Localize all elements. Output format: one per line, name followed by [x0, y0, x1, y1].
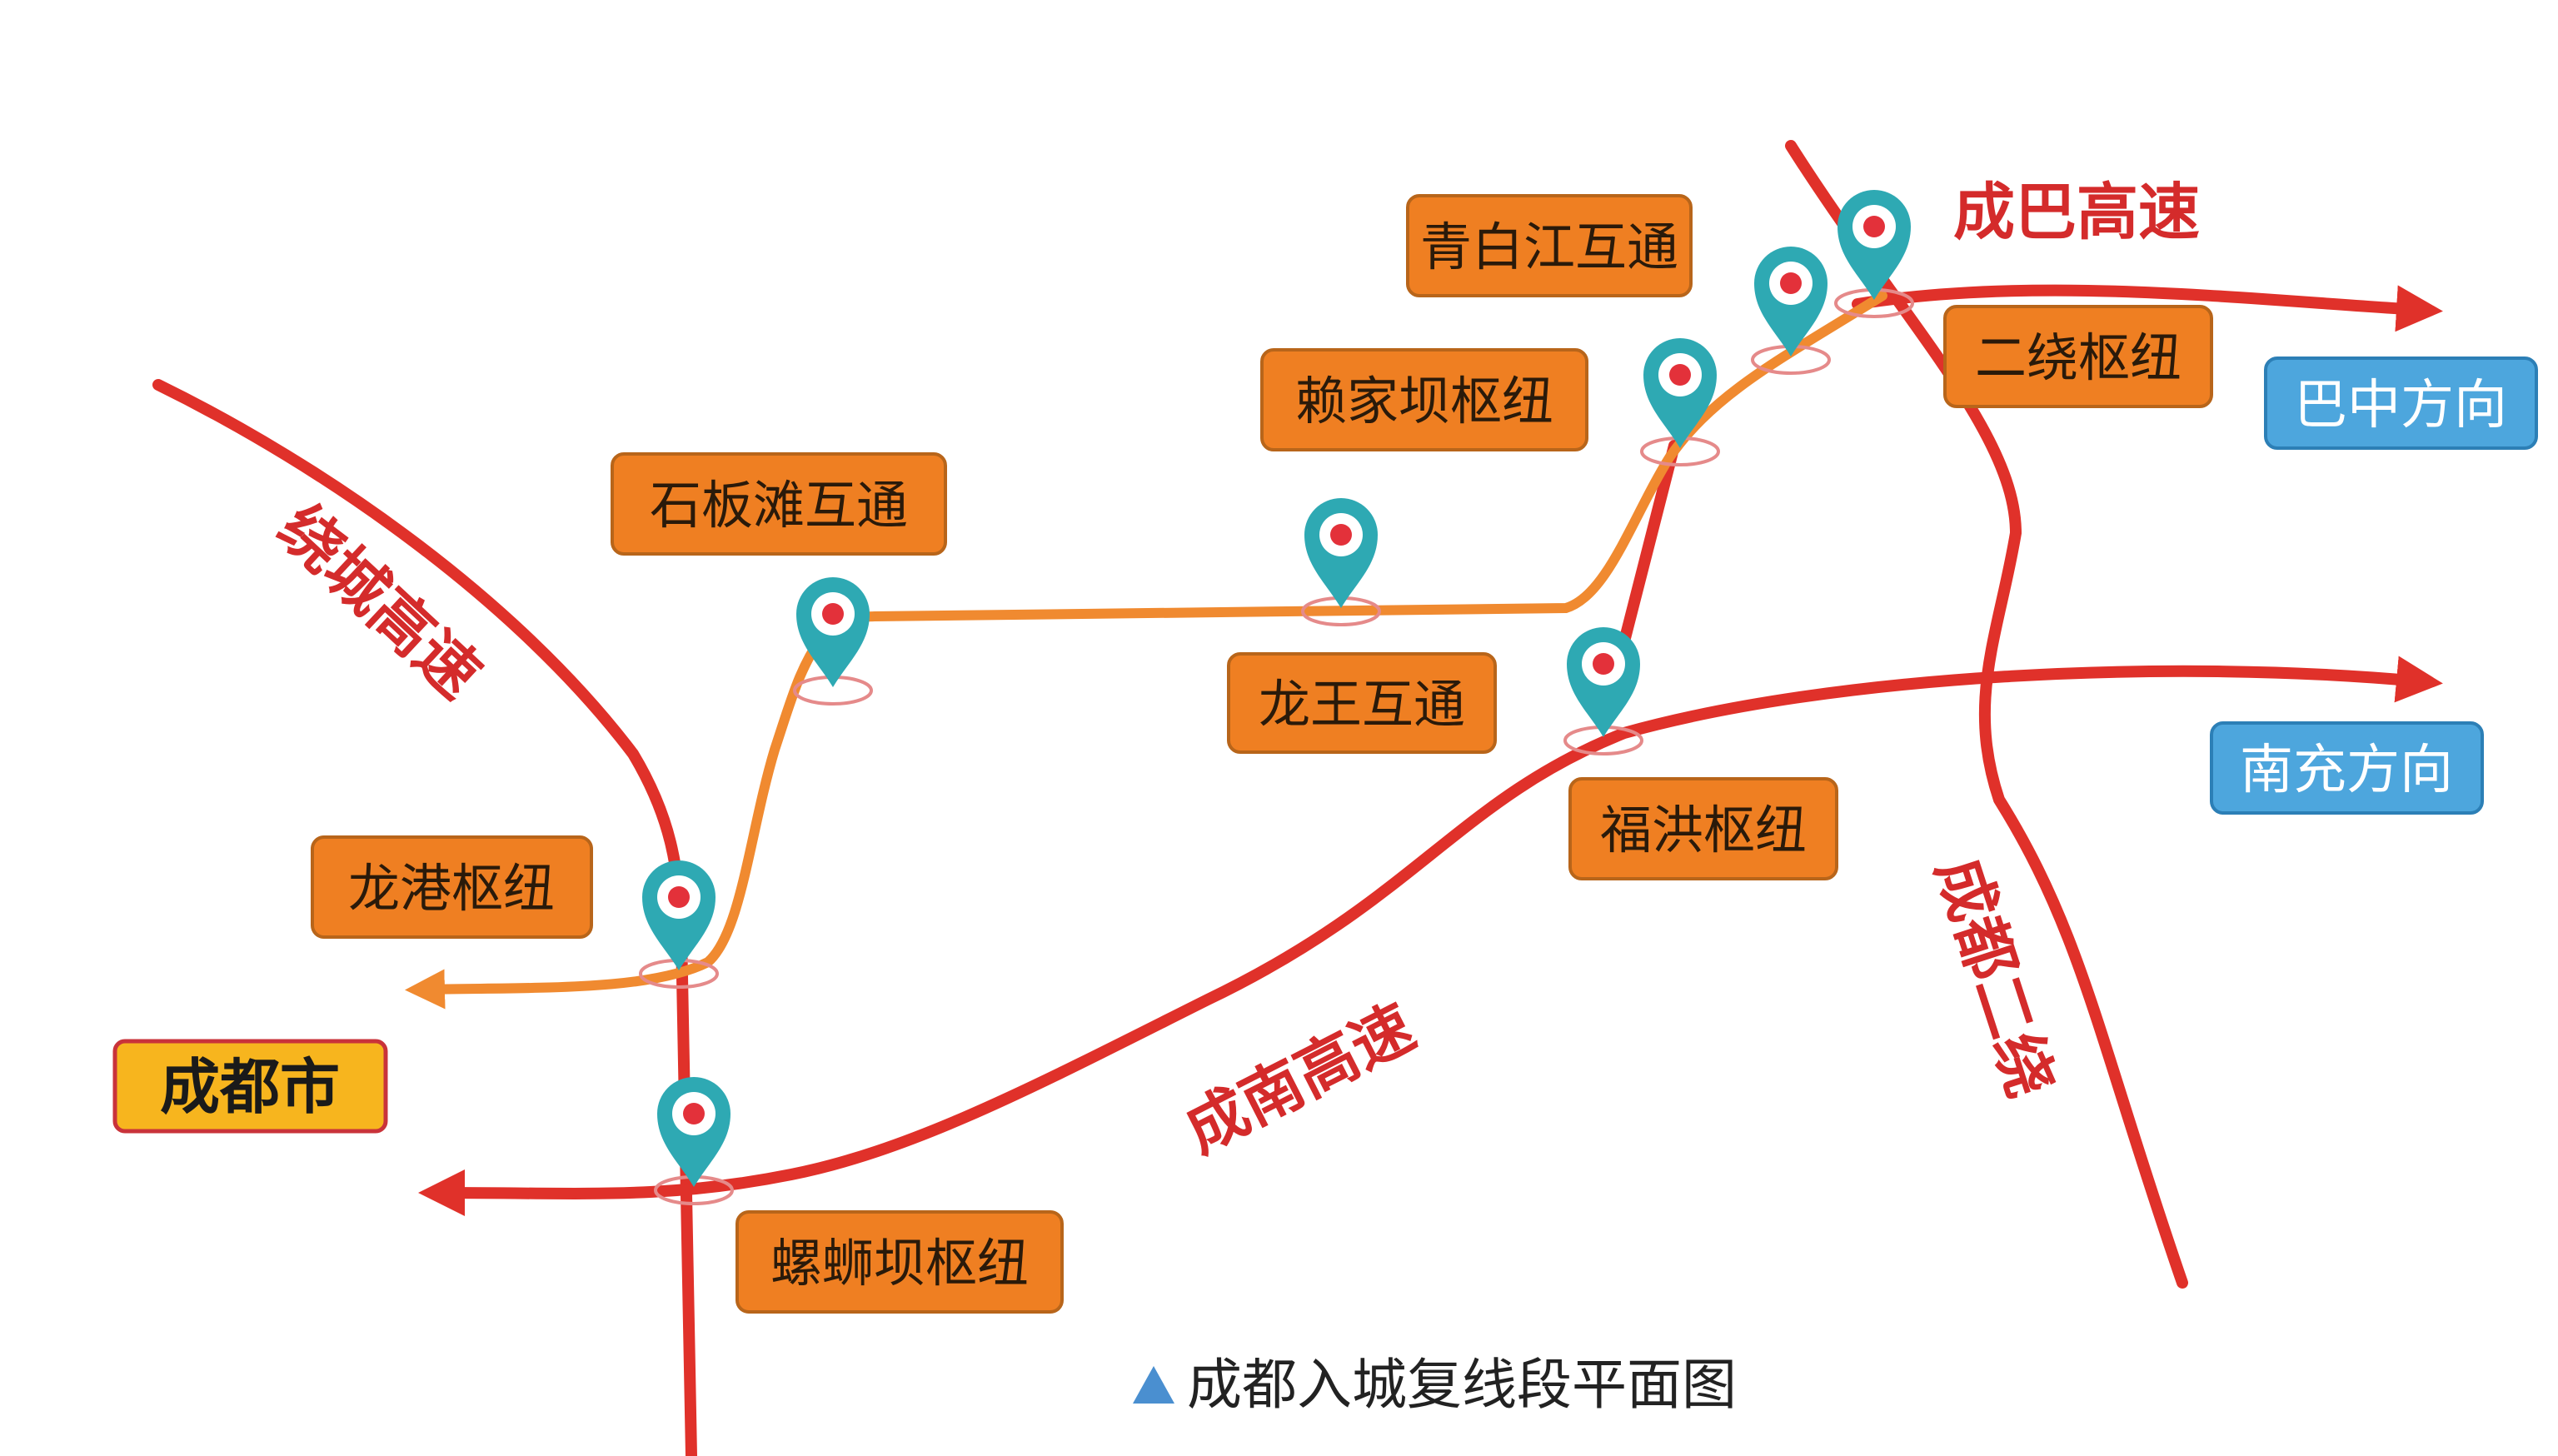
- svg-text:巴中方向: 巴中方向: [2294, 375, 2507, 436]
- svg-text:龙王互通: 龙王互通: [1259, 674, 1465, 735]
- road-label-chengnan: 成南高速: [1174, 991, 1426, 1167]
- svg-text:南充方向: 南充方向: [2240, 740, 2453, 801]
- svg-text:成都入城复线段平面图: 成都入城复线段平面图: [1187, 1353, 1737, 1417]
- svg-text:赖家坝枢纽: 赖家坝枢纽: [1295, 371, 1553, 431]
- direction-bazhong: 巴中方向: [2264, 357, 2538, 450]
- map-pin-icon: [793, 576, 873, 706]
- direction-nanchong: 南充方向: [2210, 721, 2484, 815]
- node-luosiba: 螺蛳坝枢纽: [735, 1210, 1064, 1314]
- svg-text:成都市: 成都市: [160, 1051, 340, 1122]
- map-caption: 成都入城复线段平面图: [1133, 1353, 1737, 1417]
- svg-text:石板滩互通: 石板滩互通: [650, 475, 908, 536]
- svg-text:龙港枢纽: 龙港枢纽: [348, 858, 555, 919]
- node-qingbaijiang: 青白江互通: [1406, 194, 1693, 297]
- svg-text:螺蛳坝枢纽: 螺蛳坝枢纽: [770, 1233, 1029, 1294]
- node-longwang: 龙王互通: [1227, 652, 1497, 754]
- svg-text:二绕枢纽: 二绕枢纽: [1975, 327, 2182, 388]
- node-fuhong: 福洪枢纽: [1568, 777, 1838, 880]
- node-erhuan-hub: 二绕枢纽: [1943, 305, 2213, 408]
- road-chengdu-erhuan: [1785, 140, 2188, 1289]
- link-fuhong-laijiaba: [1618, 440, 1680, 647]
- node-laijiaba: 赖家坝枢纽: [1260, 348, 1588, 451]
- road-label-chengba: 成巴高速: [1953, 177, 2200, 248]
- triangle-up-icon: [1133, 1366, 1174, 1404]
- svg-text:福洪枢纽: 福洪枢纽: [1600, 800, 1807, 860]
- map-pin-icon: [1751, 245, 1831, 375]
- city-chengdu: 成都市: [112, 1039, 388, 1134]
- map-pin-icon: [1640, 337, 1720, 466]
- node-longgang: 龙港枢纽: [311, 835, 593, 939]
- road-label-raocheng: 绕城高速: [265, 491, 494, 712]
- node-shibantan: 石板滩互通: [611, 452, 947, 556]
- svg-text:青白江互通: 青白江互通: [1420, 217, 1678, 277]
- road-chengba: [1852, 284, 2443, 332]
